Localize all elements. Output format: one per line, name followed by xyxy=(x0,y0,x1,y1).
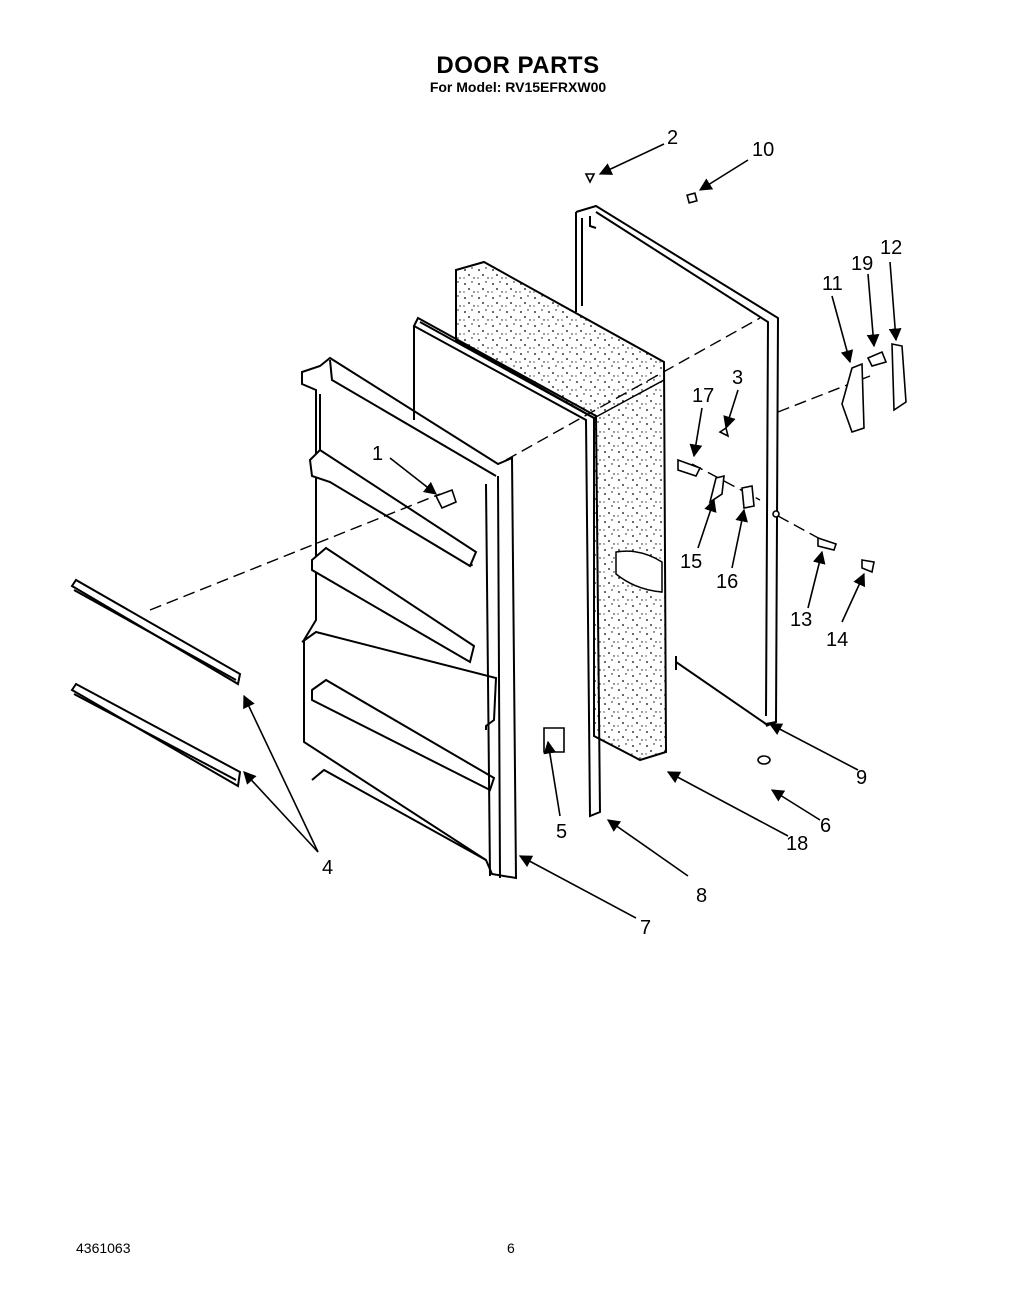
callout-11: 11 xyxy=(822,273,843,295)
callout-18: 18 xyxy=(786,833,808,855)
part-6 xyxy=(757,755,771,765)
breaker-frame xyxy=(412,316,602,818)
screw-13 xyxy=(817,536,838,551)
callout-15: 15 xyxy=(680,551,702,573)
callout-3: 3 xyxy=(732,367,743,389)
document-number: 4361063 xyxy=(76,1240,131,1256)
callout-6: 6 xyxy=(820,815,831,837)
bracket-16 xyxy=(741,485,755,509)
callout-19: 19 xyxy=(851,253,873,275)
callout-4: 4 xyxy=(322,857,333,879)
callout-8: 8 xyxy=(696,885,707,907)
screw-19 xyxy=(866,350,888,367)
hinge-11 xyxy=(841,362,865,434)
callout-13: 13 xyxy=(790,609,812,631)
model-subtitle: For Model: RV15EFRXW00 xyxy=(429,79,607,95)
callout-10: 10 xyxy=(752,139,774,161)
part-3 xyxy=(718,426,730,438)
callout-14: 14 xyxy=(826,629,848,651)
callout-labels: 2 10 12 19 11 3 17 1 15 16 13 14 9 6 5 1… xyxy=(322,127,902,939)
screw-2 xyxy=(584,173,596,184)
door-liner xyxy=(301,356,518,880)
door-rails xyxy=(70,578,242,788)
small-parts xyxy=(434,173,907,765)
plug-10 xyxy=(686,192,698,204)
callout-17: 17 xyxy=(692,385,714,407)
callout-5: 5 xyxy=(556,821,567,843)
callout-9: 9 xyxy=(856,767,867,789)
pin-hole xyxy=(772,510,780,518)
callout-7: 7 xyxy=(640,917,651,939)
callout-1: 1 xyxy=(372,443,383,465)
page-number: 6 xyxy=(507,1240,515,1256)
bracket-15 xyxy=(708,474,725,504)
page-title: DOOR PARTS xyxy=(436,52,600,79)
part-12 xyxy=(891,343,907,412)
part-14 xyxy=(861,559,875,574)
foam-insulation xyxy=(455,260,668,762)
screw-1 xyxy=(434,488,457,510)
callout-12: 12 xyxy=(880,237,902,259)
callout-16: 16 xyxy=(716,571,738,593)
part-5 xyxy=(543,727,565,753)
screw-17 xyxy=(677,458,702,477)
callout-2: 2 xyxy=(667,127,678,149)
leader-arrows xyxy=(243,143,902,919)
